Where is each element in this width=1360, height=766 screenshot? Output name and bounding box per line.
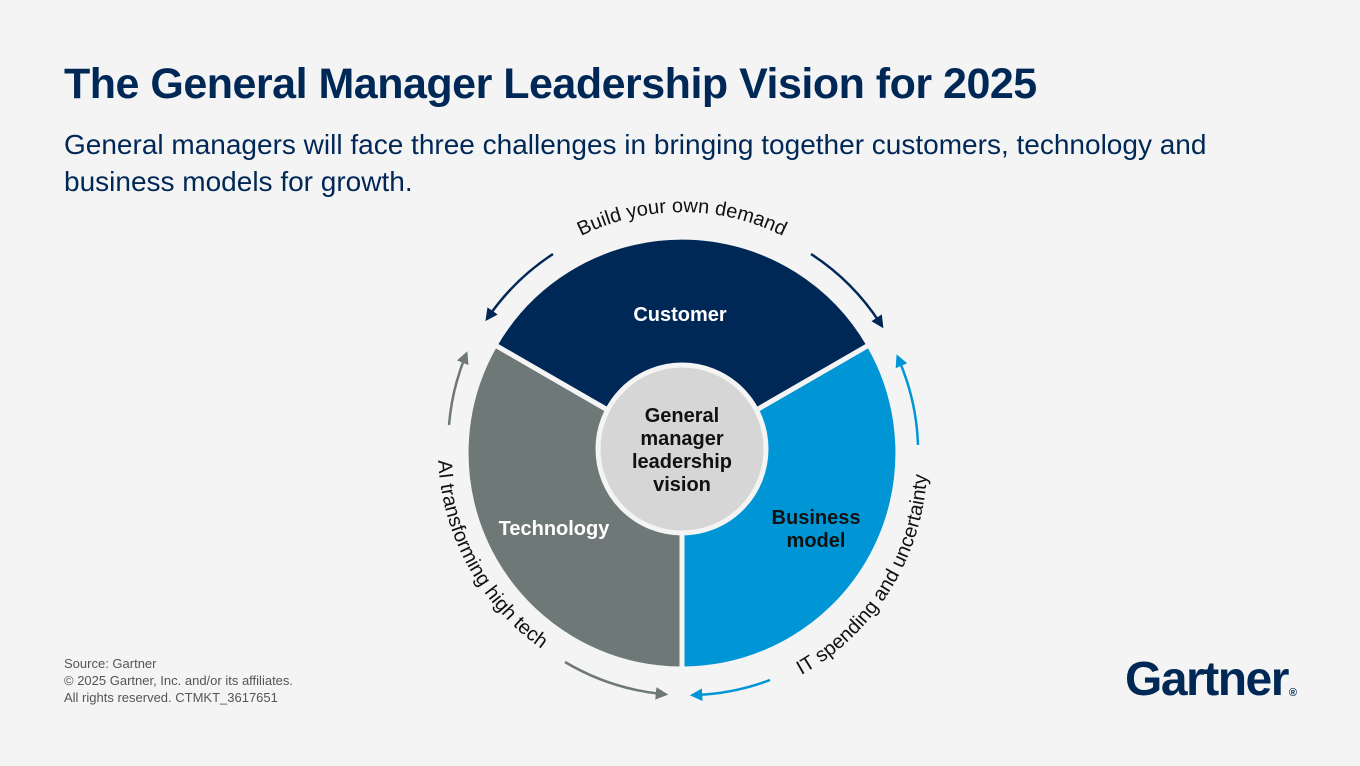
top-arc-right-arrow <box>810 252 884 329</box>
top-arc-label: Build your own demand <box>574 195 790 241</box>
gartner-logo: Gartner® <box>1125 652 1297 707</box>
registered-mark: ® <box>1288 687 1297 699</box>
left-arc-down-arrow <box>564 660 669 700</box>
label-line: vision <box>653 474 711 496</box>
customer-segment <box>492 234 872 456</box>
page-subtitle: General managers will face three challen… <box>64 129 1207 197</box>
copyright-line: © 2025 Gartner, Inc. and/or its affiliat… <box>64 673 294 688</box>
label-line: Customer <box>633 304 727 326</box>
right-arc-down-arrow <box>689 678 771 701</box>
source-line: Source: Gartner <box>64 656 157 671</box>
right-arc-up-arrow <box>895 354 920 446</box>
left-arc-up-arrow <box>447 351 469 426</box>
technology-label: Technology <box>499 518 611 540</box>
label-line: model <box>787 530 846 552</box>
logo-wordmark: Gartner <box>1125 653 1289 706</box>
label-line: General <box>645 405 719 427</box>
customer-label: Customer <box>633 304 727 326</box>
label-line: Business <box>772 507 861 529</box>
label-line: manager <box>640 428 724 450</box>
label-line: leadership <box>632 451 732 473</box>
center-circle <box>595 362 769 536</box>
source-note: Source: Gartner © 2025 Gartner, Inc. and… <box>64 655 293 706</box>
top-arc-left-arrow <box>485 252 554 322</box>
rights-line: All rights reserved. CTMKT_3617651 <box>64 690 278 705</box>
page-title: The General Manager Leadership Vision fo… <box>64 60 1037 108</box>
label-line: Technology <box>499 518 611 540</box>
